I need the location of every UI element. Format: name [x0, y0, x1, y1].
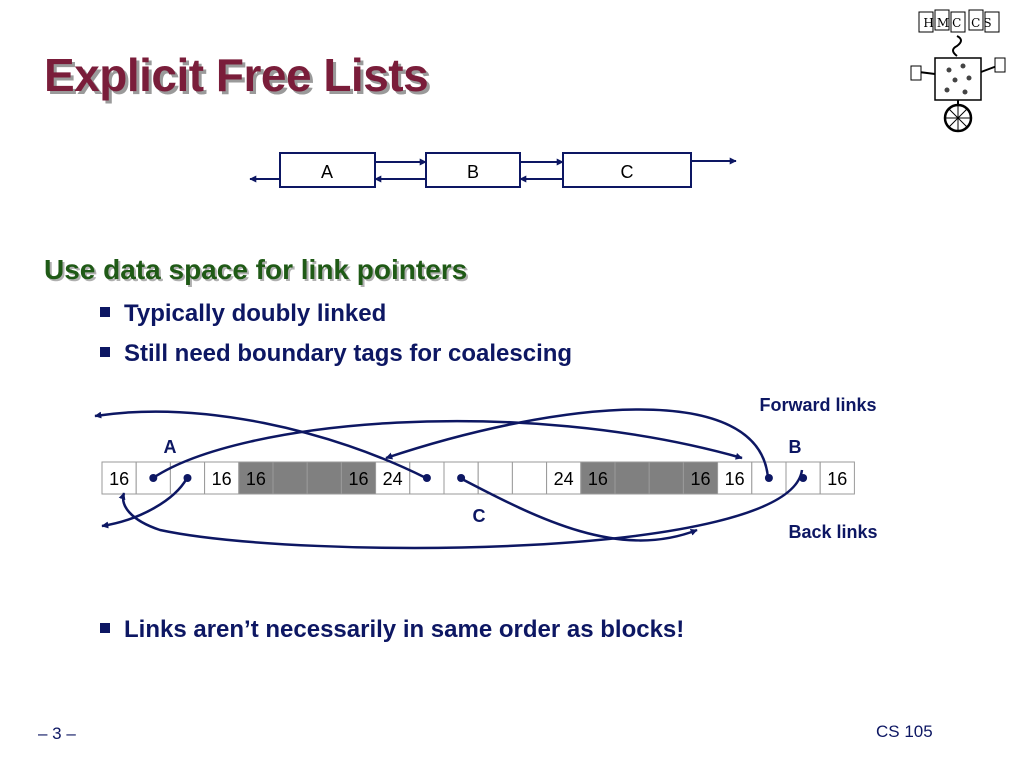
pointer-dot — [799, 474, 808, 482]
heap-cell — [272, 461, 308, 495]
linked-list: A B C — [249, 152, 737, 188]
heap-cell-value: 24 — [554, 469, 574, 489]
heap-cell-value: 24 — [383, 469, 403, 489]
block-label-c: C — [473, 506, 486, 526]
bullet-square-icon — [100, 622, 110, 633]
pointer-dot — [457, 474, 466, 482]
heap-cell-value: 16 — [690, 469, 710, 489]
forward-link-a-to-b — [152, 419, 743, 480]
heap-cell — [340, 461, 377, 495]
list-node-b — [425, 152, 521, 188]
list-node-label: B — [467, 162, 479, 182]
heap-cell — [204, 461, 240, 495]
section-heading: Use data space for link pointers — [44, 254, 468, 285]
heap-cell-value: 16 — [109, 469, 129, 489]
list-node-a — [279, 152, 376, 188]
pointer-dot — [149, 474, 158, 482]
heap-cell — [614, 461, 650, 495]
heap-cell-value: 16 — [348, 469, 368, 489]
heap-cell — [819, 461, 855, 495]
course-label: CS 105 — [876, 722, 933, 741]
page-number: – 3 – — [38, 724, 76, 743]
bullet-text: Links aren’t necessarily in same order a… — [124, 616, 685, 643]
hmc-cs-robot-logo: HMC CS — [905, 8, 1015, 138]
pointer-dot — [183, 474, 192, 482]
logo-text: HMC CS — [923, 16, 994, 30]
pointer-dot — [422, 474, 431, 482]
heap-cell — [306, 461, 342, 495]
heap-cell — [511, 461, 548, 495]
list-node-label: C — [621, 162, 634, 182]
heap-cell — [648, 461, 684, 495]
bullet-item: Typically doubly linked — [100, 300, 386, 328]
back-links-label: Back links — [788, 522, 877, 542]
heap-cell — [717, 461, 753, 495]
list-node-label: A — [321, 162, 333, 182]
heap-cell — [477, 461, 513, 495]
back-link-b-to-a — [118, 469, 804, 550]
block-label-a: A — [164, 437, 177, 457]
heap-memory-row: 16 16 16 16 24 24 16 16 16 16 — [101, 461, 855, 495]
heap-cell — [682, 461, 719, 495]
bullet-square-icon — [100, 346, 110, 357]
bullet-item: Links aren’t necessarily in same order a… — [100, 616, 684, 644]
heap-cell-value: 16 — [725, 469, 745, 489]
bullet-text: Still need boundary tags for coalescing — [124, 340, 573, 367]
list-node-c — [562, 152, 692, 188]
heap-cell — [101, 461, 137, 495]
heap-cell — [238, 461, 274, 495]
forward-link-c-end — [459, 476, 698, 542]
forward-links-label: Forward links — [759, 395, 876, 415]
bullet-square-icon — [100, 306, 110, 317]
forward-link-b-to-c — [385, 408, 770, 479]
heap-cell-value: 16 — [212, 469, 232, 489]
block-label-b: B — [789, 437, 802, 457]
back-link-a-end — [101, 477, 189, 529]
heap-cell — [546, 461, 582, 495]
slide-title: Explicit Free Lists — [44, 49, 429, 101]
heap-cell-value: 16 — [588, 469, 608, 489]
heap-cell-value: 16 — [246, 469, 266, 489]
back-link-c-to-a — [94, 410, 427, 480]
pointer-dot — [764, 474, 773, 482]
bullet-item: Still need boundary tags for coalescing — [100, 340, 572, 368]
bullet-text: Typically doubly linked — [124, 300, 387, 327]
heap-cell-value: 16 — [827, 469, 847, 489]
